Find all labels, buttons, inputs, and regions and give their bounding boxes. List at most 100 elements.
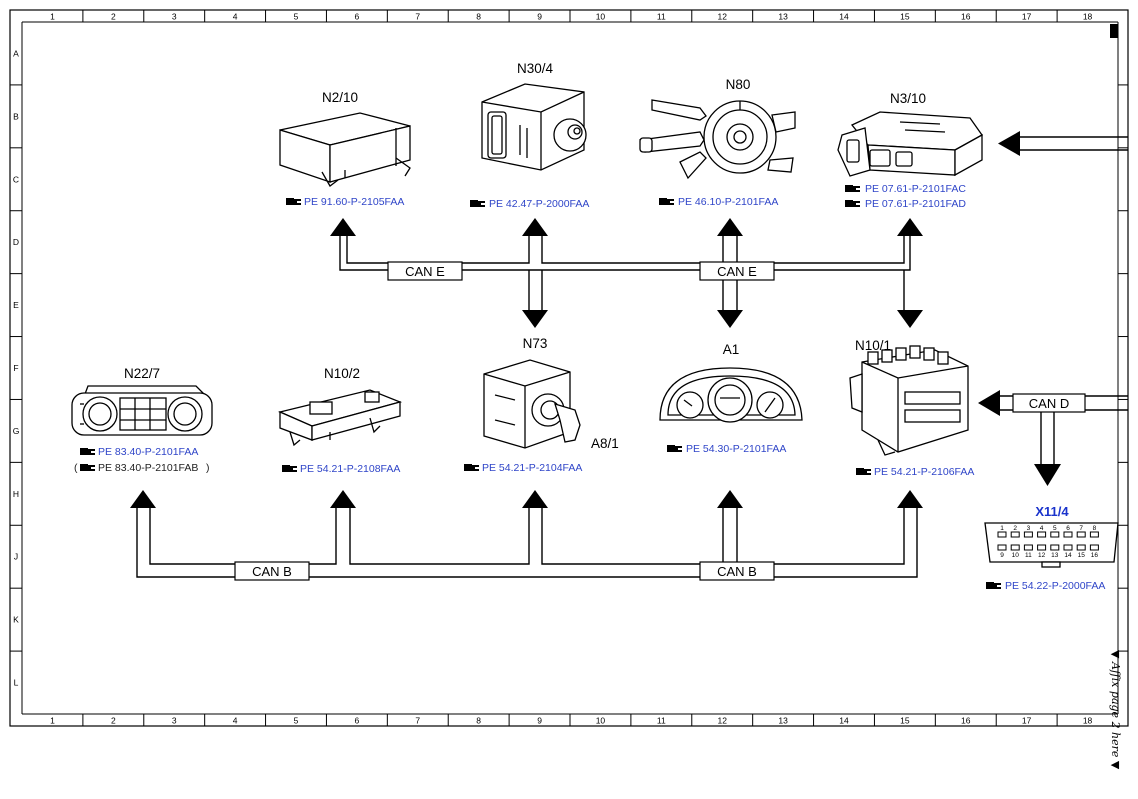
n10-2-module-icon — [277, 389, 403, 447]
n3-10-ref-text-1[interactable]: PE 07.61-P-2101FAC — [865, 183, 966, 195]
n30-4-label: N30/4 — [517, 61, 554, 76]
a1-ref-link[interactable]: PE 54.30-P-2101FAA — [667, 443, 786, 455]
connector-pin — [1037, 531, 1047, 538]
n3-10-ref-text-2[interactable]: PE 07.61-P-2101FAD — [865, 198, 966, 210]
n2-10-label: N2/10 — [322, 90, 358, 105]
book-icon — [845, 185, 860, 192]
grid-col-label-top: 13 — [778, 12, 788, 22]
a1-label: A1 — [723, 342, 740, 357]
x11-4-ref-text[interactable]: PE 54.22-P-2000FAA — [1005, 580, 1105, 592]
n80-ref-text[interactable]: PE 46.10-P-2101FAA — [678, 196, 778, 208]
connector-pin-number: 3 — [1027, 525, 1031, 532]
connector-pin — [1023, 531, 1033, 538]
n30-4-ref-link[interactable]: PE 42.47-P-2000FAA — [470, 198, 589, 210]
book-icon — [282, 465, 297, 472]
grid-col-label-bottom: 17 — [1022, 716, 1032, 726]
n3-10-ref-link-2[interactable]: PE 07.61-P-2101FAD — [845, 198, 966, 210]
grid-row-label: C — [13, 174, 19, 184]
n2-10-module-icon — [279, 112, 411, 187]
component-n10-1[interactable]: N10/1 PE 54.21-P-2106FAA — [849, 338, 974, 478]
n73-ref-link[interactable]: PE 54.21-P-2104FAA — [464, 462, 582, 474]
n80-switch-icon — [639, 99, 796, 180]
n10-1-ref-text[interactable]: PE 54.21-P-2106FAA — [874, 466, 974, 478]
component-n10-2[interactable]: N10/2 PE 54.21-P-2108FAA — [277, 366, 403, 475]
book-icon — [986, 582, 1001, 589]
n2-10-ref-link[interactable]: PE 91.60-P-2105FAA — [286, 196, 404, 208]
n2-10-ref-text[interactable]: PE 91.60-P-2105FAA — [304, 196, 404, 208]
n10-2-ref-link[interactable]: PE 54.21-P-2108FAA — [282, 463, 400, 475]
connector-pin-number: 15 — [1078, 552, 1086, 559]
a1-instrument-cluster-icon — [659, 367, 803, 423]
grid-col-label-bottom: 6 — [355, 716, 360, 726]
n22-7-ref-link-2[interactable]: ( PE 83.40-P-2101FAB ) — [74, 462, 210, 474]
grid-row-label: D — [13, 237, 19, 247]
connector-pin-number: 5 — [1053, 525, 1057, 532]
grid-col-label-top: 7 — [415, 12, 420, 22]
grid-col-label-top: 14 — [839, 12, 849, 22]
book-icon — [845, 200, 860, 207]
grid-col-label-top: 17 — [1022, 12, 1032, 22]
book-icon — [470, 200, 485, 207]
n22-7-ref-link-1[interactable]: PE 83.40-P-2101FAA — [80, 446, 198, 458]
component-n73[interactable]: N73 A8/1 PE 54.21-P-2104FAA — [464, 336, 619, 474]
n3-10-ref-link-1[interactable]: PE 07.61-P-2101FAC — [845, 183, 966, 195]
book-icon — [286, 198, 301, 205]
connector-pin-number: 13 — [1051, 552, 1059, 559]
n22-7-ref-text-1[interactable]: PE 83.40-P-2101FAA — [98, 446, 198, 458]
connector-pin-number: 11 — [1025, 552, 1032, 559]
n22-7-ref-text-2[interactable]: PE 83.40-P-2101FAB — [98, 462, 198, 474]
connector-pin — [1089, 531, 1099, 538]
connector-pin-number: 8 — [1093, 525, 1097, 532]
connector-pin — [1050, 544, 1060, 551]
grid-col-label-bottom: 8 — [476, 716, 481, 726]
grid-row-label: G — [13, 426, 20, 436]
n73-ref-text[interactable]: PE 54.21-P-2104FAA — [482, 462, 582, 474]
grid-col-label-bottom: 5 — [294, 716, 299, 726]
component-n30-4[interactable]: N30/4 PE 42.47-P-2000FAA — [470, 61, 589, 210]
a1-ref-text[interactable]: PE 54.30-P-2101FAA — [686, 443, 786, 455]
grid-col-label-bottom: 2 — [111, 716, 116, 726]
n10-1-ref-link[interactable]: PE 54.21-P-2106FAA — [856, 466, 974, 478]
component-n22-7[interactable]: N22/7 PE 83.40-P-2101FAA ( PE 83.40-P-21… — [71, 366, 213, 474]
grid-col-label-top: 15 — [900, 12, 910, 22]
connector-pin-number: 7 — [1079, 525, 1083, 532]
n22-7-paren-close: ) — [206, 462, 210, 474]
can-e-arrows — [330, 218, 923, 328]
book-icon — [80, 448, 95, 455]
component-a1[interactable]: A1 PE 54.30-P-2101FAA — [659, 342, 803, 455]
grid-row-label: E — [13, 300, 19, 310]
connector-pin-number: 2 — [1013, 525, 1017, 532]
grid-col-label-bottom: 7 — [415, 716, 420, 726]
connector-pin-number: 1 — [1000, 525, 1004, 532]
x11-4-ref-link[interactable]: PE 54.22-P-2000FAA — [986, 580, 1105, 592]
can-e-label-right: CAN E — [717, 264, 757, 279]
grid-row-label: H — [13, 489, 19, 499]
grid-col-label-top: 3 — [172, 12, 177, 22]
n30-4-ref-text[interactable]: PE 42.47-P-2000FAA — [489, 198, 589, 210]
component-n80[interactable]: N80 PE 46.10-P-2101FAA — [639, 77, 796, 208]
connector-pin — [1010, 544, 1020, 551]
grid-col-label-top: 18 — [1083, 12, 1093, 22]
connector-pin-number: 14 — [1064, 552, 1072, 559]
n10-2-ref-text[interactable]: PE 54.21-P-2108FAA — [300, 463, 400, 475]
n80-ref-link[interactable]: PE 46.10-P-2101FAA — [659, 196, 778, 208]
n10-2-label: N10/2 — [324, 366, 360, 381]
connector-pin-number: 9 — [1000, 552, 1004, 559]
grid-row-label: F — [13, 363, 18, 373]
book-icon — [856, 468, 871, 475]
connector-pin — [997, 544, 1007, 551]
component-n3-10[interactable]: N3/10 PE 07.61-P-2101FAC PE 07.61-P-2101… — [837, 91, 983, 210]
connector-pin — [1063, 531, 1073, 538]
grid-col-label-top: 11 — [657, 12, 666, 22]
grid-col-label-top: 12 — [717, 12, 727, 22]
corner-marker-icon — [1110, 24, 1118, 38]
book-icon — [464, 464, 479, 471]
n22-7-paren-open: ( — [74, 462, 78, 474]
connector-pin — [1076, 544, 1086, 551]
grid-col-label-bottom: 12 — [717, 716, 727, 726]
component-n2-10[interactable]: N2/10 PE 91.60-P-2105FAA — [279, 90, 411, 208]
grid-col-label-top: 6 — [355, 12, 360, 22]
grid-row-label: K — [13, 615, 19, 625]
